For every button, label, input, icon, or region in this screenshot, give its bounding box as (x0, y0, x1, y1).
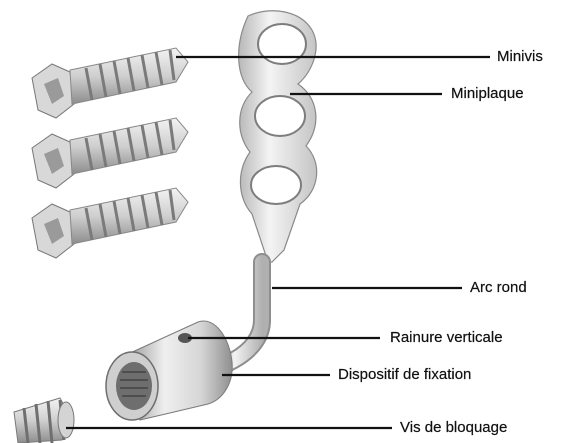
label-arc-rond: Arc rond (470, 279, 527, 297)
label-vis-de-bloquage: Vis de bloquage (400, 419, 507, 437)
label-dispositif-de-fixation: Dispositif de fixation (338, 366, 471, 384)
label-minivis: Minivis (497, 48, 543, 66)
miniplate (239, 11, 317, 262)
miniscrew-1 (32, 48, 188, 118)
label-rainure-verticale: Rainure verticale (390, 329, 503, 347)
fixation-device (106, 321, 232, 420)
label-miniplaque: Miniplaque (451, 85, 524, 103)
locking-screw (14, 398, 74, 443)
miniscrew-2 (32, 118, 188, 188)
miniscrew-3 (32, 188, 188, 258)
